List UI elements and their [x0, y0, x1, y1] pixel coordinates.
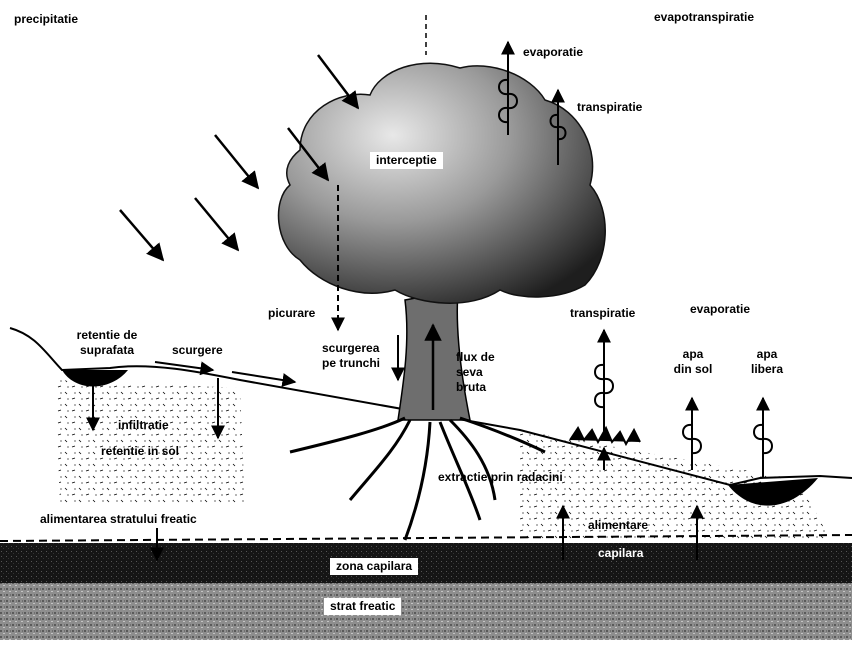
apa-din-sol-line1: apa: [668, 347, 718, 362]
picurare-label: picurare: [268, 306, 315, 321]
alimentarea-stratului-freatic-label: alimentarea stratului freatic: [40, 512, 197, 527]
soil-retention-zone-left: [55, 380, 245, 505]
extractie-prin-radacini-label: extractie prin radacini: [438, 470, 563, 485]
flux-seva-line2: seva: [456, 365, 495, 380]
zona-capilara-label: zona capilara: [330, 558, 418, 575]
interceptie-label: interceptie: [370, 152, 443, 169]
tree-canopy: [279, 63, 606, 303]
apa-libera-line1: apa: [742, 347, 792, 362]
flux-seva-line1: flux de: [456, 350, 495, 365]
apa-din-sol-label: apa din sol: [668, 347, 718, 377]
evapotranspiratie-label: evapotranspiratie: [654, 10, 754, 25]
flux-seva-line3: bruta: [456, 380, 495, 395]
scurgerea-line2: pe trunchi: [322, 356, 380, 371]
transpiratie-right-label: transpiratie: [570, 306, 635, 321]
retentie-suprafata-line1: retentie de: [52, 328, 162, 343]
flux-seva-label: flux de seva bruta: [456, 350, 495, 395]
transpiratie-tree-label: transpiratie: [577, 100, 642, 115]
capilara-label: capilara: [598, 546, 643, 561]
apa-libera-line2: libera: [742, 362, 792, 377]
retentie-in-sol-label: retentie in sol: [101, 444, 179, 459]
strat-freatic-label: strat freatic: [324, 598, 401, 615]
scurgerea-pe-trunchi-label: scurgerea pe trunchi: [322, 341, 380, 371]
retentie-suprafata-line2: suprafata: [52, 343, 162, 358]
infiltratie-label: infiltratie: [118, 418, 169, 433]
apa-libera-label: apa libera: [742, 347, 792, 377]
scurgere-label: scurgere: [172, 343, 223, 358]
evaporatie-right-label: evaporatie: [690, 302, 750, 317]
retentie-suprafata-label: retentie de suprafata: [52, 328, 162, 358]
strat-freatic-layer: [0, 582, 852, 640]
scurgere-arrows: [155, 362, 295, 382]
zona-capilara-layer: [0, 543, 852, 583]
scurgerea-line1: scurgerea: [322, 341, 380, 356]
alimentare-label: alimentare: [588, 518, 648, 533]
apa-din-sol-line2: din sol: [668, 362, 718, 377]
precipitatie-label: precipitatie: [14, 12, 78, 27]
evaporatie-tree-label: evaporatie: [523, 45, 583, 60]
